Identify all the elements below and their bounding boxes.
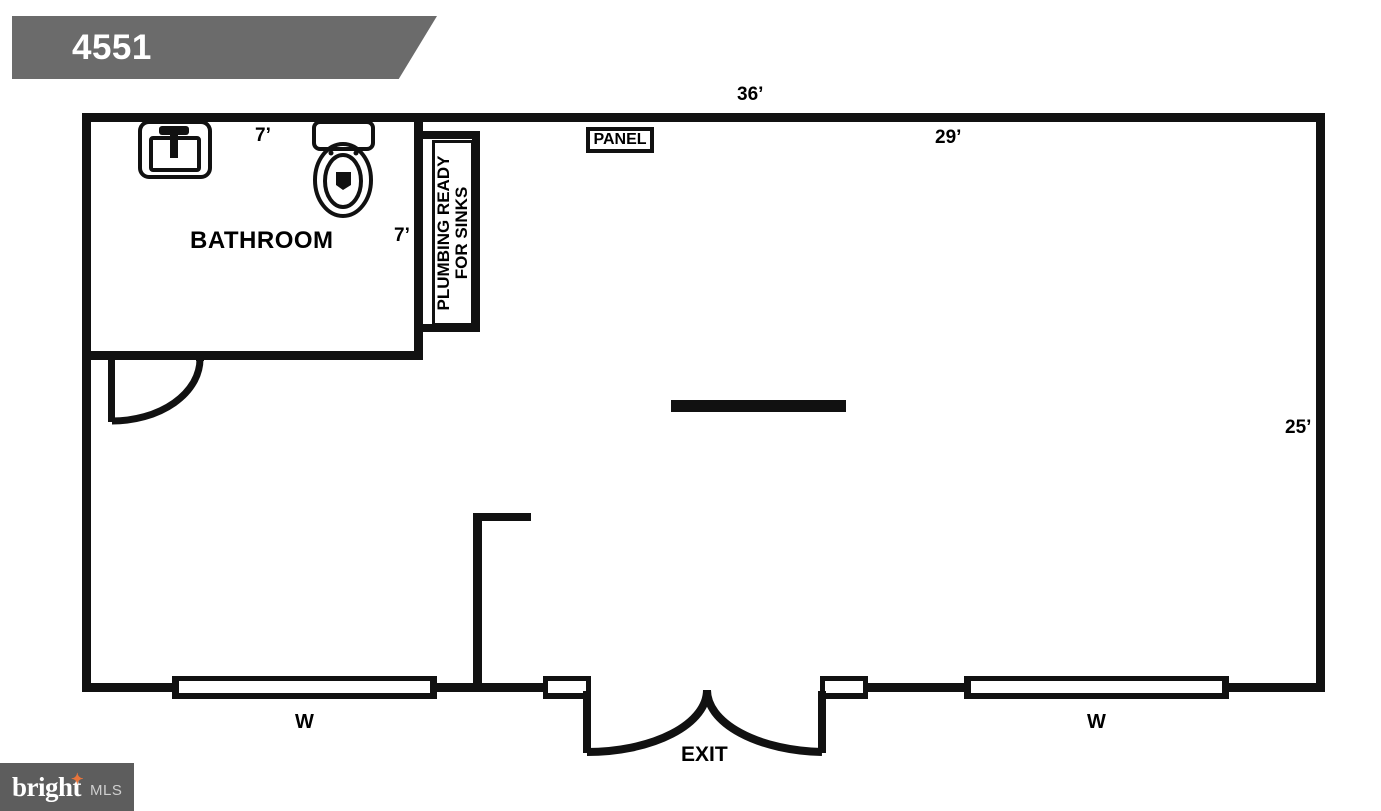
window-left-glass (179, 681, 430, 693)
bathroom-door-leaf (108, 360, 115, 422)
plumbing-note-text: PLUMBING READY FOR SINKS (434, 155, 471, 311)
wall-bathroom-bottom (91, 351, 423, 360)
watermark-brand-text: bright (12, 771, 82, 802)
plumbing-closet-walls (423, 131, 480, 332)
wall-right (1316, 113, 1325, 692)
exit-jamb-left-gap (548, 681, 586, 693)
toilet-drain (336, 172, 351, 190)
unit-number-banner: 4551 (12, 16, 437, 79)
window-right (964, 676, 1229, 699)
wall-bottom-seg-1 (82, 683, 174, 692)
dimension-overall-width: 36’ (737, 84, 764, 105)
plumbing-note-line-1: PLUMBING READY (434, 155, 453, 311)
bathroom-door (108, 352, 204, 425)
wall-bathroom-right (414, 113, 423, 360)
bathroom-door-swing-arc (111, 358, 204, 425)
interior-partition (473, 513, 531, 688)
exit-door (543, 676, 868, 756)
exit-door-swing-arc-left (586, 689, 711, 756)
watermark-brand: bright ✦ (12, 771, 84, 803)
window-left-label: W (295, 711, 314, 733)
bathroom-walls (91, 113, 423, 360)
window-right-glass (971, 681, 1222, 693)
window-left (172, 676, 437, 699)
exterior-walls (82, 113, 1325, 692)
toilet-bolt-right (353, 150, 359, 156)
exit-door-leaf-right (818, 691, 826, 753)
sink-icon (138, 120, 212, 179)
mls-watermark: bright ✦ MLS (0, 763, 134, 811)
wall-plumbing-bottom (423, 324, 480, 332)
wall-left (82, 113, 91, 692)
dimension-bathroom-depth: 7’ (394, 225, 410, 246)
exit-door-swing-arc-right (702, 689, 823, 756)
plumbing-note-box: PLUMBING READY FOR SINKS (432, 140, 474, 326)
wall-partition-stub (473, 513, 531, 521)
sink-faucet-spout (170, 128, 178, 158)
wall-bottom-seg-4 (1226, 683, 1325, 692)
toilet-bolt-left (328, 150, 334, 156)
wall-partition-vertical (473, 513, 482, 688)
toilet-bowl-outer (313, 142, 373, 218)
sink-outer-basin (138, 120, 212, 179)
dimension-overall-depth: 25’ (1285, 417, 1312, 438)
electrical-panel-marker: PANEL (586, 127, 654, 153)
sink-faucet-handle (159, 126, 189, 135)
wall-plumbing-top (423, 131, 480, 139)
dimension-main-room-width: 29’ (935, 127, 962, 148)
dimension-bathroom-width: 7’ (255, 125, 271, 146)
wall-bottom-seg-2 (435, 683, 543, 692)
electrical-panel-label: PANEL (593, 131, 647, 148)
exit-door-leaf-left (583, 691, 591, 753)
wall-top (82, 113, 1325, 122)
center-beam (671, 400, 846, 412)
window-right-label: W (1087, 711, 1106, 733)
room-label-bathroom: BATHROOM (190, 227, 334, 254)
exit-jamb-right-gap (825, 681, 863, 693)
toilet-bowl-inner (323, 153, 363, 209)
plumbing-note-line-2: FOR SINKS (452, 186, 471, 280)
wall-plumbing-right (472, 131, 480, 332)
watermark-suffix: MLS (90, 781, 123, 799)
toilet-tank (312, 120, 375, 151)
wall-bottom-seg-3 (864, 683, 966, 692)
toilet-icon (312, 120, 375, 218)
beam-bar (671, 400, 846, 412)
bathroom-door-jamb (196, 352, 204, 361)
unit-number-label: 4551 (72, 27, 152, 67)
exit-label: EXIT (681, 743, 728, 766)
sparkle-icon: ✦ (70, 771, 84, 788)
